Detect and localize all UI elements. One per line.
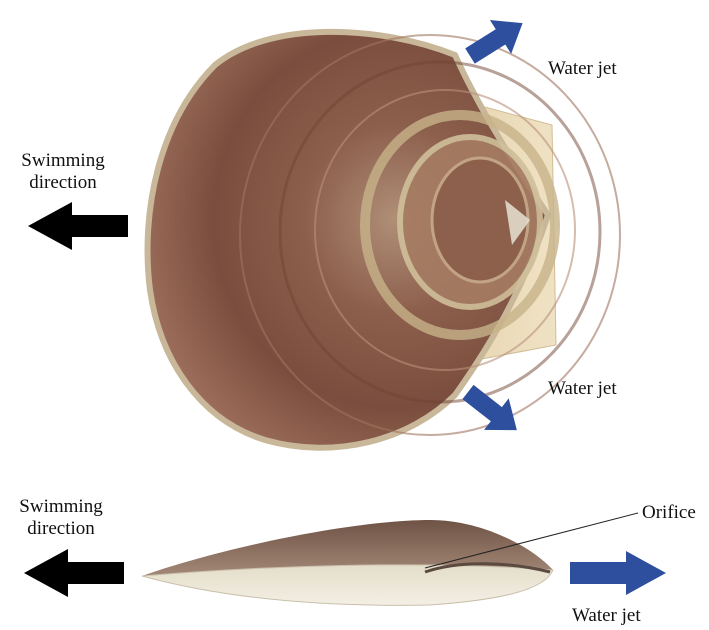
- swimming-label-line1: Swimming: [6, 496, 116, 518]
- orifice-label: Orifice: [642, 502, 696, 524]
- swimming-direction-label-bottom: Swimming direction: [6, 496, 116, 540]
- arrow-icon-blue: [570, 551, 666, 595]
- side-shell-lower: [142, 565, 553, 605]
- swimming-direction-arrow-bottom: [24, 549, 124, 597]
- water-jet-label-top-right: Water jet: [548, 58, 617, 80]
- swimming-direction-arrow-top: [28, 202, 128, 250]
- water-jet-label-bottom: Water jet: [572, 605, 641, 627]
- swimming-label-line2: direction: [6, 518, 116, 540]
- swimming-label-line2: direction: [8, 172, 118, 194]
- swimming-direction-label-top: Swimming direction: [8, 150, 118, 194]
- arrow-icon-black: [28, 202, 128, 250]
- arrow-icon-black: [24, 549, 124, 597]
- scallop-side-view: [142, 520, 553, 605]
- water-jet-label-mid-right: Water jet: [548, 378, 617, 400]
- swimming-label-line1: Swimming: [8, 150, 118, 172]
- water-jet-arrow-bottom: [570, 551, 666, 595]
